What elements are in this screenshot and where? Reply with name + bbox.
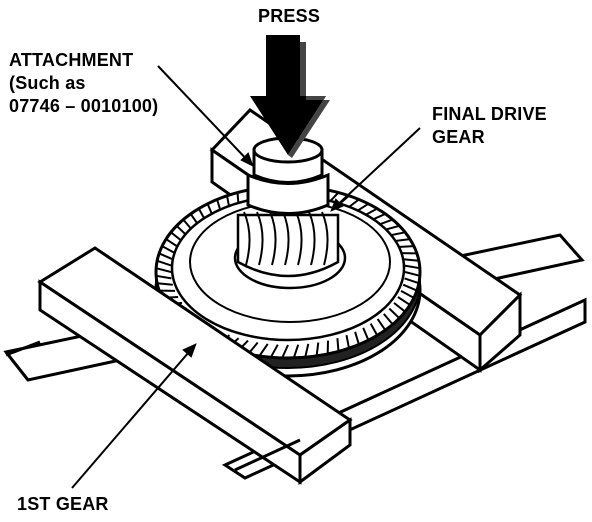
- leader-lines: [71, 65, 421, 489]
- first-gear-label: 1ST GEAR: [17, 494, 109, 514]
- pinion-teeth: [243, 211, 329, 266]
- pinion-tooth: [282, 211, 290, 266]
- gear-tooth: [281, 344, 289, 359]
- gear-tooth: [400, 290, 415, 299]
- gear-tooth: [155, 274, 172, 280]
- final-drive-gear: [236, 211, 340, 278]
- gear-tooth: [258, 343, 269, 357]
- gear-tooth: [397, 245, 414, 248]
- gear-tooth: [369, 323, 379, 336]
- pinion-tooth: [243, 211, 251, 266]
- gear-tooth: [402, 283, 418, 292]
- gear-tooth: [376, 318, 387, 331]
- final-drive-label-line2: GEAR: [432, 127, 485, 147]
- gear-tooth: [388, 307, 400, 319]
- gear-tooth: [345, 335, 350, 349]
- gear-tooth: [403, 258, 419, 262]
- press-label: PRESS: [258, 6, 321, 26]
- gear-tooth: [397, 296, 411, 306]
- gear-tooth: [393, 302, 406, 313]
- gear-tooth: [362, 327, 370, 341]
- gear-tooth: [165, 238, 179, 248]
- gear-tooth: [161, 245, 176, 254]
- first-gear-leader: [71, 344, 196, 489]
- attachment-label: ATTACHMENT: [9, 50, 134, 70]
- press-arrow: [250, 35, 330, 158]
- attachment-leader: [157, 65, 253, 166]
- gear-tooth: [292, 344, 300, 359]
- gear-tooth: [383, 313, 394, 326]
- gear-tooth: [315, 342, 320, 357]
- gear-tooth: [404, 277, 420, 285]
- pinion-tooth: [295, 211, 303, 266]
- gear-tooth: [157, 282, 173, 286]
- gear-tooth: [404, 264, 421, 270]
- gear-tooth: [336, 338, 340, 352]
- final-drive-label-line1: FINAL DRIVE: [432, 104, 547, 124]
- attachment-note-line1: (Such as: [9, 73, 86, 93]
- pinion-tooth: [308, 211, 316, 266]
- gear-tooth: [156, 259, 172, 267]
- gear-tooth: [404, 271, 421, 277]
- pinion-tooth: [256, 211, 264, 266]
- pinion-tooth: [321, 211, 329, 266]
- gear-tooth: [354, 331, 360, 345]
- gear-tooth: [269, 344, 279, 358]
- gear-tooth: [304, 343, 310, 358]
- front-rail: [5, 340, 301, 472]
- attachment-note-line2: 07746 – 0010100): [9, 96, 159, 116]
- pinion-tooth: [269, 211, 277, 266]
- support-block-front: [37, 246, 353, 485]
- gear-tooth: [155, 267, 172, 273]
- gear-tooth: [158, 252, 174, 261]
- final-drive-leader: [331, 127, 421, 211]
